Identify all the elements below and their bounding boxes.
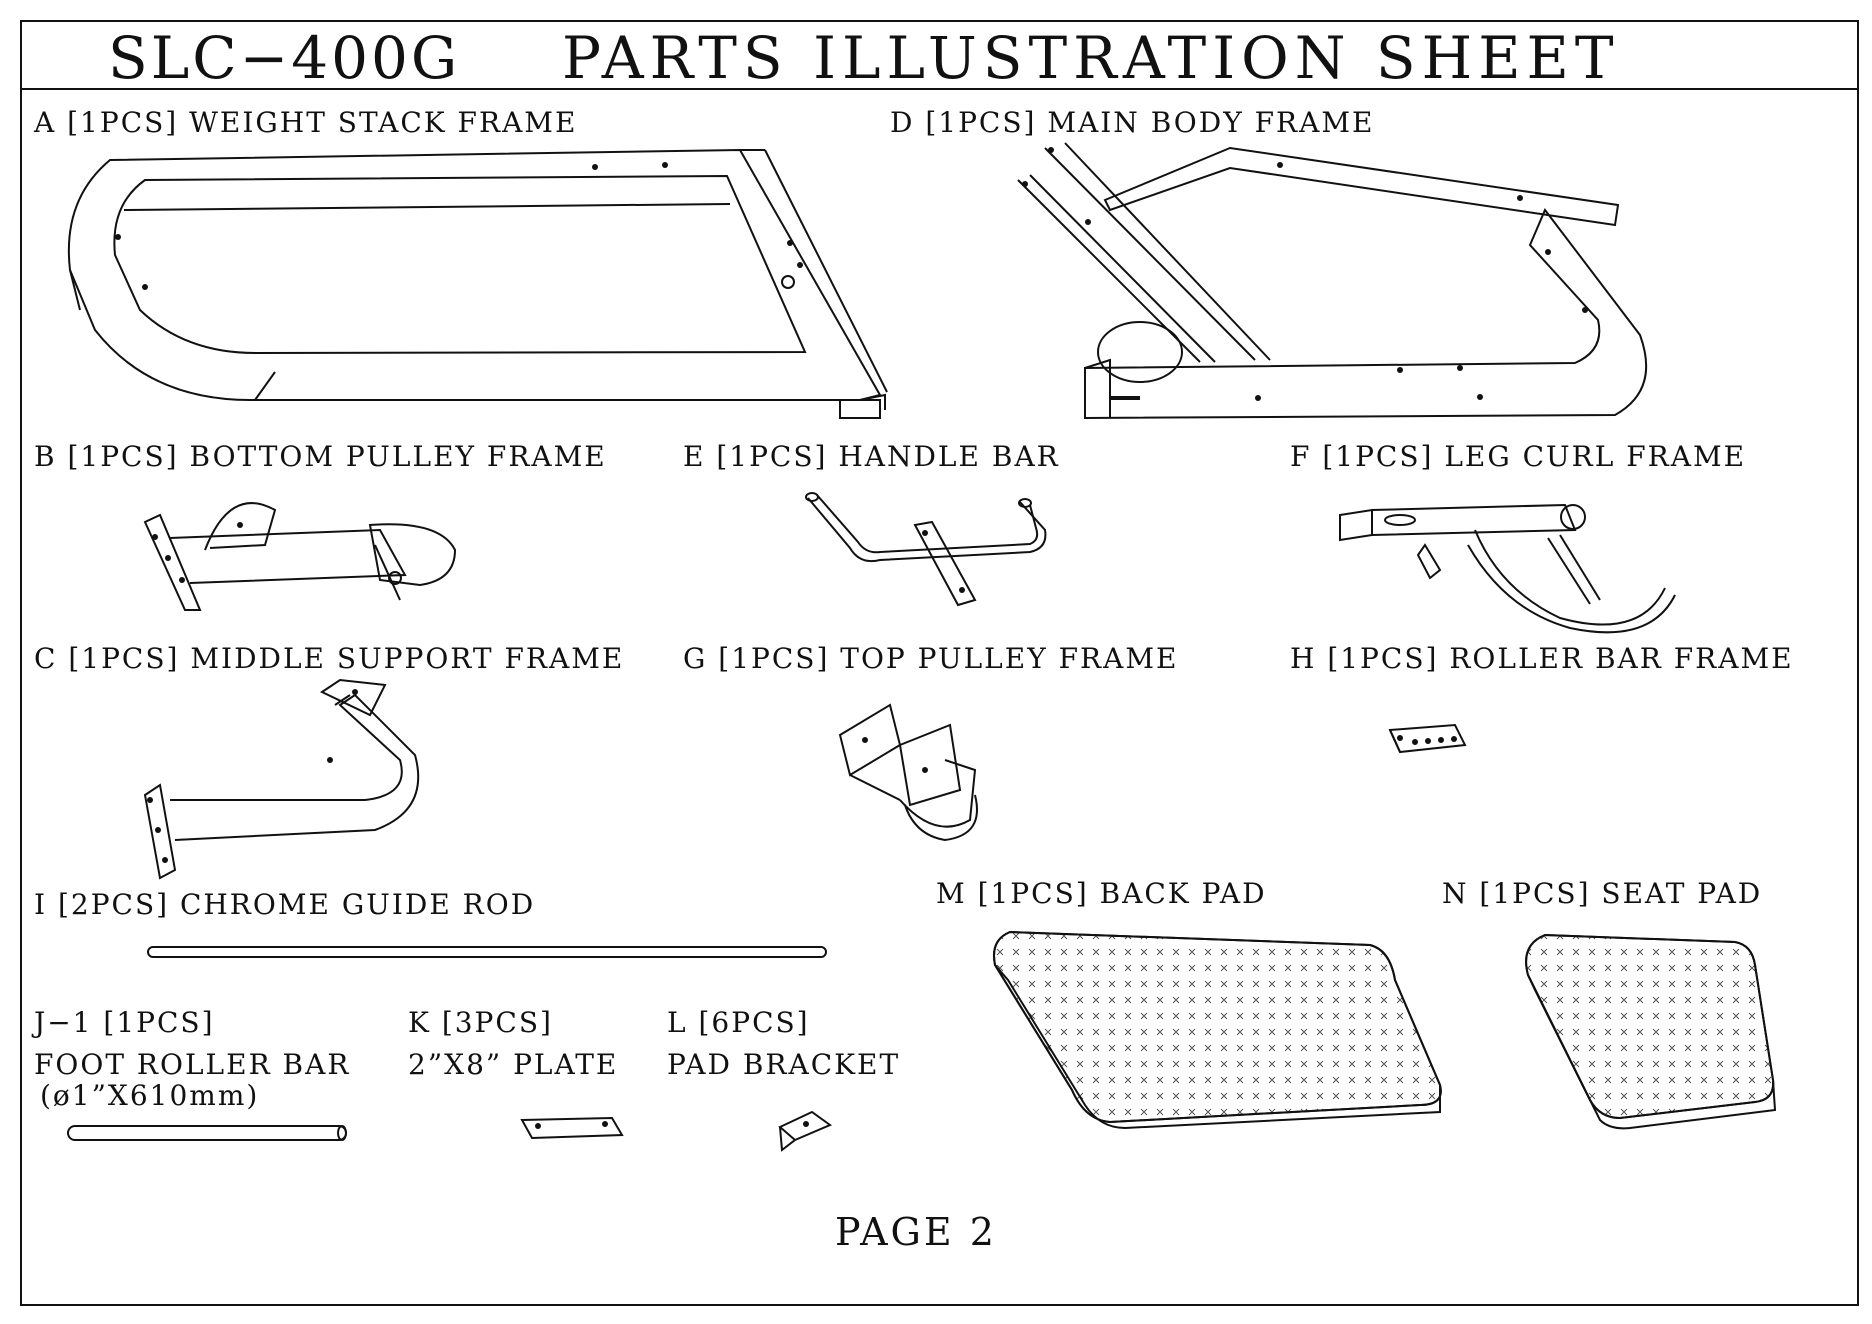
top-pulley-frame-drawing <box>838 703 978 842</box>
weight-stack-frame-drawing <box>67 148 888 419</box>
part-label-i: I [2PCS] CHROME GUIDE ROD <box>34 888 536 921</box>
part-label-j1-size: (ø1”X610mm) <box>40 1079 260 1112</box>
part-label-b: B [1PCS] BOTTOM PULLEY FRAME <box>34 440 607 473</box>
part-label-k-qty: K [3PCS] <box>408 1006 553 1039</box>
part-label-c: C [1PCS] MIDDLE SUPPORT FRAME <box>34 642 625 675</box>
roller-bar-frame-drawing <box>1388 723 1467 754</box>
plate-drawing <box>520 1116 624 1140</box>
part-label-n: N [1PCS] SEAT PAD <box>1442 877 1763 910</box>
pad-bracket-drawing <box>778 1110 833 1152</box>
title-bar: SLC−400G PARTS ILLUSTRATION SHEET <box>22 22 1857 92</box>
foot-roller-bar-drawing <box>67 1125 347 1141</box>
part-label-k-name: 2”X8” PLATE <box>408 1048 619 1081</box>
part-label-l-name: PAD BRACKET <box>667 1048 901 1081</box>
page-number: PAGE 2 <box>835 1210 997 1254</box>
model-number: SLC−400G <box>108 24 461 92</box>
part-label-m: M [1PCS] BACK PAD <box>936 877 1267 910</box>
part-label-g: G [1PCS] TOP PULLEY FRAME <box>683 642 1179 675</box>
part-label-h: H [1PCS] ROLLER BAR FRAME <box>1290 642 1794 675</box>
main-body-frame-drawing <box>1017 142 1648 420</box>
part-label-l-qty: L [6PCS] <box>667 1006 810 1039</box>
part-label-j1-qty: J−1 [1PCS] <box>34 1006 215 1039</box>
bottom-pulley-frame-drawing <box>143 502 457 611</box>
back-pad-drawing <box>993 930 1442 1130</box>
leg-curl-frame-drawing <box>1339 503 1676 634</box>
part-label-a: A [1PCS] WEIGHT STACK FRAME <box>34 106 578 139</box>
handle-bar-drawing <box>805 492 1047 607</box>
part-label-e: E [1PCS] HANDLE BAR <box>683 440 1060 473</box>
middle-support-frame-drawing <box>143 678 420 880</box>
part-label-j1-name: FOOT ROLLER BAR <box>34 1048 351 1081</box>
seat-pad-drawing <box>1525 933 1777 1130</box>
part-label-d: D [1PCS] MAIN BODY FRAME <box>890 106 1375 139</box>
sheet-title: PARTS ILLUSTRATION SHEET <box>562 24 1620 92</box>
parts-sheet: SLC−400G PARTS ILLUSTRATION SHEET <box>20 20 1859 1306</box>
chrome-guide-rod-drawing <box>147 946 827 958</box>
part-label-f: F [1PCS] LEG CURL FRAME <box>1290 440 1747 473</box>
